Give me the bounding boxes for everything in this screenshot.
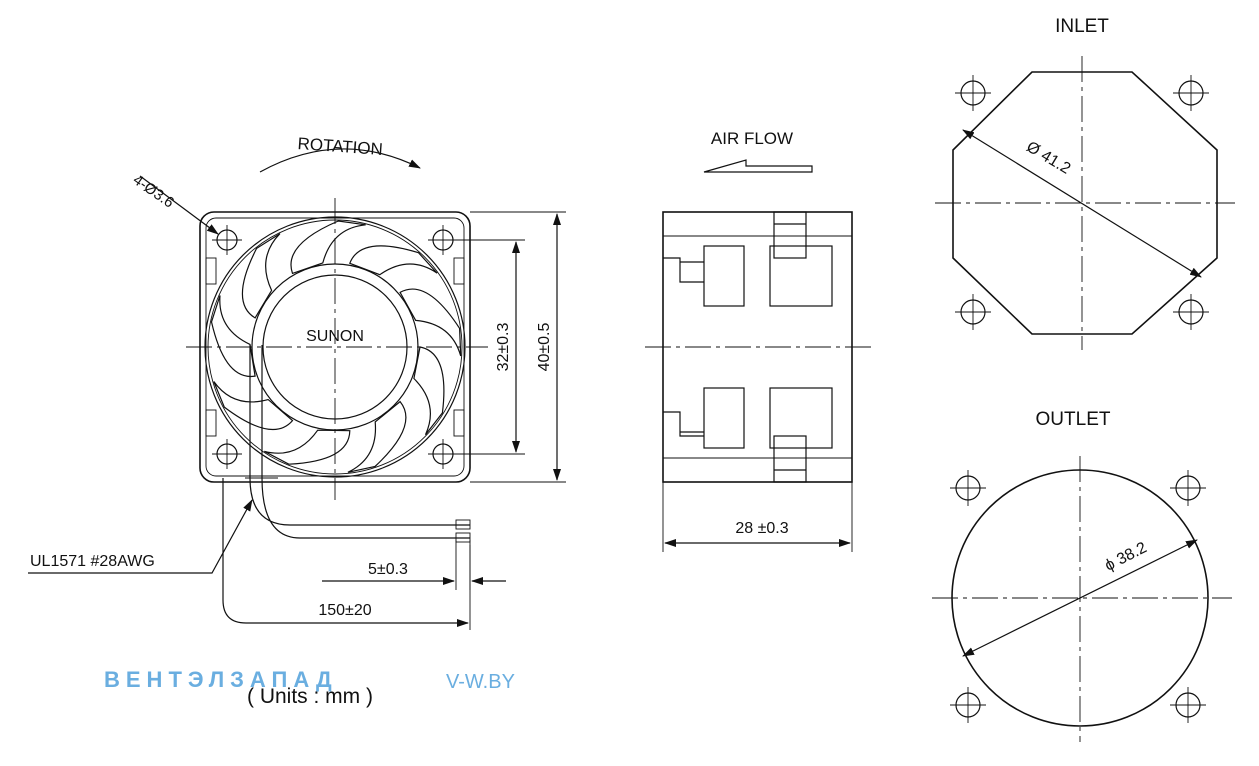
inlet-mounting-holes [955, 75, 1209, 330]
outlet-mounting-holes [950, 470, 1206, 723]
hole-pitch-label: 32±0.3 [495, 322, 512, 371]
impeller-blades [210, 220, 462, 473]
impeller-blade [210, 295, 256, 378]
inlet-diameter-dimension [962, 129, 1202, 278]
impeller-blade [290, 220, 366, 275]
wire-label: UL1571 #28AWG [30, 553, 155, 570]
hole-callout-leader [139, 175, 219, 235]
rotation-label: ROTATION [297, 134, 383, 159]
airflow-arrow [703, 159, 813, 173]
lead-length-label: 150±20 [318, 602, 371, 619]
airflow-label: AIR FLOW [711, 129, 793, 148]
hole-label: 4-Ø3.6 [130, 171, 177, 211]
side-details [663, 211, 833, 483]
frame-size-label: 40±0.5 [536, 322, 553, 371]
wire-leads [249, 345, 470, 539]
outlet-diameter-dimension [962, 539, 1198, 657]
mounting-holes [212, 225, 458, 469]
side-view: AIR FLOW 28 ±0.3 [645, 129, 872, 552]
impeller-blade [349, 245, 438, 276]
footer: ВЕНТЭЛЗАПАД V-W.BY ( Units : mm ) [102, 660, 538, 716]
frame-tabs [205, 257, 465, 437]
impeller-blade [264, 429, 351, 465]
impeller-blade [213, 381, 294, 431]
units-label: ( Units : mm ) [247, 685, 373, 708]
inlet-outline [952, 71, 1218, 335]
impeller-blade [413, 346, 445, 436]
inlet-title: INLET [1055, 16, 1109, 37]
impeller-blade [241, 233, 281, 319]
front-view: ROTATION SUNON [28, 134, 566, 630]
rotation-arrow [259, 148, 421, 173]
outlet-diameter-label: ϕ 38.2 [1102, 539, 1149, 574]
strip-length-label: 5±0.3 [368, 561, 408, 578]
impeller-blade [347, 400, 407, 473]
depth-label: 28 ±0.3 [735, 520, 788, 537]
watermark-site: V-W.BY [446, 671, 515, 693]
wire-leader [28, 499, 253, 574]
impeller-blade [399, 288, 462, 357]
outlet-title: OUTLET [1036, 409, 1111, 430]
lead-length-dimension [222, 478, 469, 627]
inlet-view: INLET Ø 41.2 [935, 16, 1235, 350]
outlet-view: OUTLET ϕ 38.2 [932, 409, 1232, 742]
watermark-band [102, 660, 538, 716]
watermark-text: ВЕНТЭЛЗАПАД [104, 667, 338, 692]
